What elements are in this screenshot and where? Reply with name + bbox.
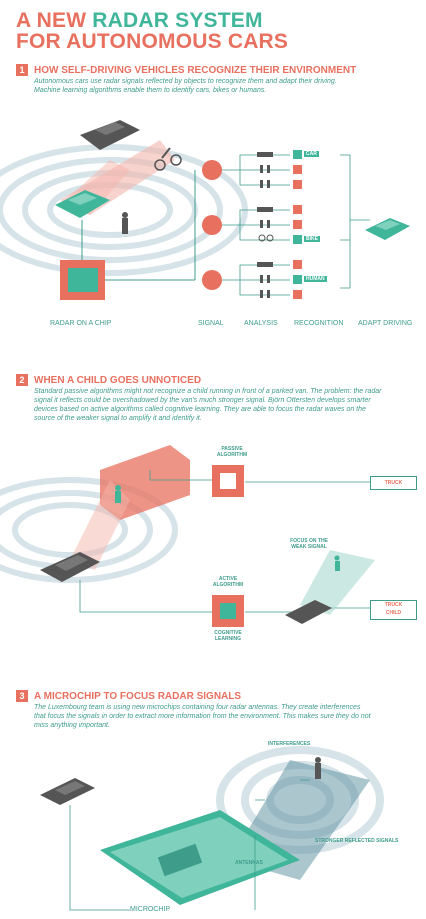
car-dark-icon-2	[40, 552, 100, 582]
section-3-illustration	[40, 746, 384, 911]
cyclist-icon	[154, 147, 182, 171]
focused-beam	[300, 550, 375, 615]
label-recognition: RECOGNITION	[294, 320, 344, 327]
output-truck: TRUCK	[370, 476, 417, 490]
car-dark-icon-3	[40, 778, 95, 805]
tag-bike: BIKE	[304, 236, 320, 242]
car-active-icon	[285, 600, 332, 624]
section-3-text: The Luxembourg team is using new microch…	[34, 704, 371, 729]
label-analysis: ANALYSIS	[244, 320, 278, 327]
label-stronger-signals: STRONGER REFLECTED SIGNALS	[315, 838, 399, 844]
label-signal: SIGNAL	[198, 320, 224, 327]
car-dark-icon	[80, 120, 140, 150]
label-active: ACTIVE ALGORITHM	[212, 576, 244, 588]
section-1-text: Autonomous cars use radar signals reflec…	[34, 78, 337, 94]
section-1-illustration	[0, 120, 410, 300]
label-antennas: ANTENNAS	[235, 860, 263, 866]
pedestrian-icon	[122, 212, 128, 234]
label-radar-on-chip: RADAR ON A CHIP	[50, 320, 112, 327]
car-teal-icon	[55, 190, 110, 218]
label-adapt-driving: ADAPT DRIVING	[358, 320, 413, 327]
child-focus-icon	[334, 555, 340, 571]
page-title: A NEW RADAR SYSTEM FOR AUTONOMOUS CARS	[16, 9, 289, 53]
tag-human: HUMAN	[304, 276, 327, 282]
label-focus: FOCUS ON THE WEAK SIGNAL	[290, 538, 328, 550]
child-icon	[115, 485, 121, 503]
label-interferences: INTERFERENCES	[268, 741, 311, 747]
label-cognitive: COGNITIVE LEARNING	[214, 630, 242, 642]
label-passive: PASSIVE ALGORITHM	[216, 446, 248, 458]
section-2-text: Standard passive algorithms might not re…	[34, 388, 382, 422]
person-icon	[315, 757, 321, 779]
label-microchip: MICROCHIP	[130, 906, 171, 913]
section-2-illustration	[0, 445, 375, 627]
car-adapt-icon	[365, 218, 410, 240]
signal-icons	[202, 160, 222, 290]
tag-car: CAR	[304, 151, 319, 157]
